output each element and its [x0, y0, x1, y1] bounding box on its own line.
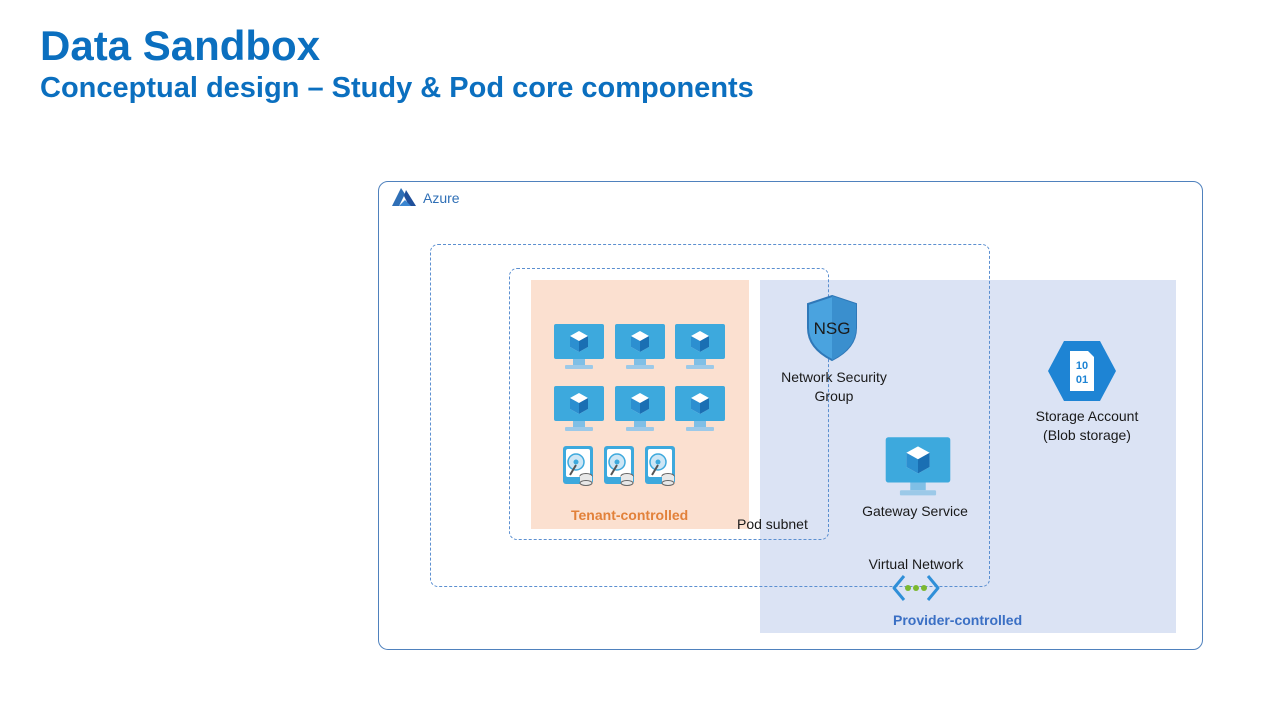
pod-subnet-label: Pod subnet [737, 516, 808, 532]
storage-badge-bottom: 01 [1076, 374, 1088, 386]
storage-badge-top: 10 [1076, 360, 1088, 372]
vm-icon [675, 324, 725, 369]
nsg-shield-icon: NSG [807, 294, 857, 362]
nsg-label-line2: Group [814, 388, 854, 404]
virtual-network-boundary [430, 244, 990, 587]
azure-boundary [378, 181, 1203, 650]
nsg-label: Network Security Group [764, 368, 904, 406]
vm-icon [615, 324, 665, 369]
disk-icon [604, 446, 634, 486]
vm-icon [615, 386, 665, 431]
disk-icon [563, 446, 593, 486]
vm-icon [554, 324, 604, 369]
virtual-network-icon [892, 575, 940, 601]
vm-icon [554, 386, 604, 431]
provider-controlled-label: Provider-controlled [893, 612, 1023, 628]
vm-icon [675, 386, 725, 431]
storage-account-icon: 10 01 [1048, 341, 1116, 401]
page-subtitle: Conceptual design – Study & Pod core com… [40, 72, 754, 104]
disk-icon [645, 446, 675, 486]
gateway-vm-icon [885, 437, 951, 496]
storage-label-line1: Storage Account [1035, 408, 1139, 424]
page-title: Data Sandbox [40, 22, 321, 69]
azure-header: Azure [391, 188, 460, 208]
nsg-label-line1: Network Security [781, 369, 887, 385]
pod-subnet-boundary [509, 268, 829, 540]
nsg-badge-text: NSG [814, 319, 851, 338]
storage-label-line2: (Blob storage) [1043, 427, 1131, 443]
gateway-service-label: Gateway Service [862, 503, 968, 519]
virtual-network-label: Virtual Network [868, 556, 964, 572]
azure-logo-icon [392, 188, 416, 206]
tenant-controlled-label: Tenant-controlled [571, 507, 689, 523]
storage-account-label: Storage Account (Blob storage) [1012, 407, 1162, 445]
azure-label: Azure [423, 190, 460, 206]
